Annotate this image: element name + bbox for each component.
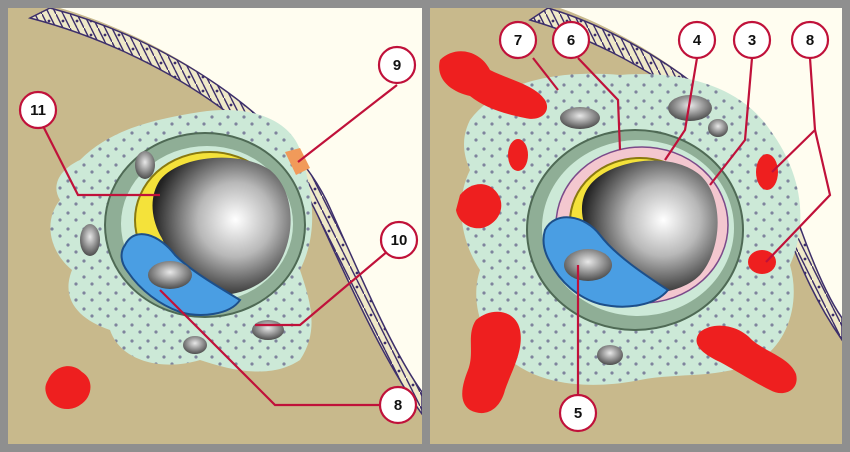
callout-6: 6 <box>553 22 589 58</box>
callout-5: 5 <box>560 395 596 431</box>
right-blood-vessel <box>756 154 778 190</box>
right-blood-vessel <box>508 139 528 171</box>
callout-10: 10 <box>381 222 417 258</box>
right-small-cavity <box>560 107 600 129</box>
callout-5-label: 5 <box>574 405 582 422</box>
callout-11-label: 11 <box>30 102 46 119</box>
callout-11: 11 <box>20 92 56 128</box>
left-small-vessel <box>80 224 100 256</box>
callout-8-left: 8 <box>380 387 416 423</box>
callout-8-left-label: 8 <box>394 397 402 414</box>
right-blood-vessel <box>748 250 776 274</box>
left-panel: 9 11 10 8 <box>8 8 422 444</box>
left-oocyte-cavity <box>148 261 192 289</box>
callout-9-label: 9 <box>393 57 401 74</box>
callout-8-right: 8 <box>792 22 828 58</box>
left-small-vessel <box>183 336 207 354</box>
callout-8-right-label: 8 <box>806 32 814 49</box>
right-panel: 7 6 4 3 8 5 <box>430 8 842 444</box>
right-small-cavity <box>708 119 728 137</box>
left-small-vessel <box>252 320 284 340</box>
callout-6-label: 6 <box>567 32 575 49</box>
callout-7-label: 7 <box>514 32 522 49</box>
callout-4-label: 4 <box>693 32 702 49</box>
callout-7: 7 <box>500 22 536 58</box>
left-small-vessel <box>135 151 155 179</box>
callout-3: 3 <box>734 22 770 58</box>
right-small-cavity <box>597 345 623 365</box>
callout-10-label: 10 <box>391 232 408 249</box>
callout-4: 4 <box>679 22 715 58</box>
callout-9: 9 <box>379 47 415 83</box>
right-oocyte-cavity <box>564 249 612 281</box>
callout-3-label: 3 <box>748 32 756 49</box>
